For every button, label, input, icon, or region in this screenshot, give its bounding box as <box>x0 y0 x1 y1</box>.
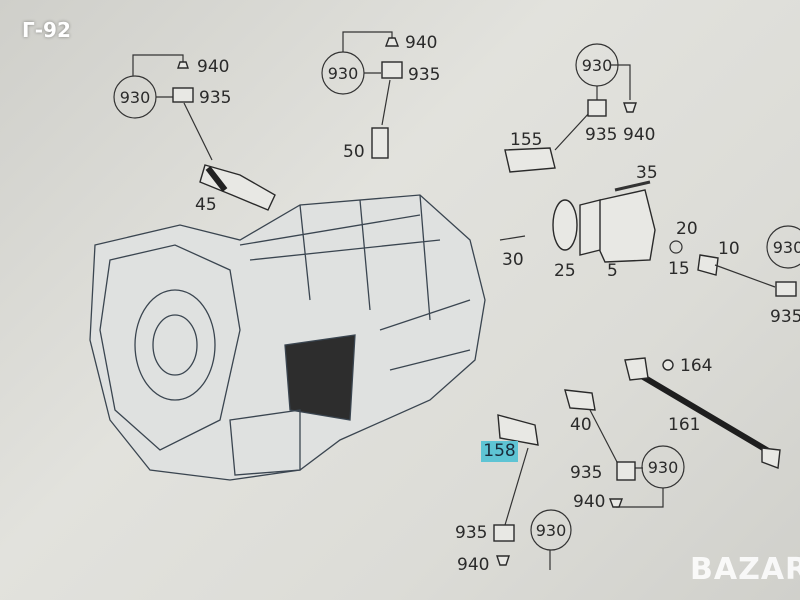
part-number-label: 940 <box>573 492 605 512</box>
transmission-housing <box>89 194 486 481</box>
callout-group-50: 930 940 935 50 <box>321 31 440 162</box>
part-number-label: 935 <box>770 307 800 327</box>
part-number-label: 930 <box>773 238 800 257</box>
part-number-label: 15 <box>668 259 690 279</box>
part-number-label: 930 <box>582 56 613 75</box>
part-number-label: 940 <box>457 555 489 575</box>
part-number-label: 940 <box>405 33 437 53</box>
cable-161: 164 161 <box>624 356 781 469</box>
part-number-label: 50 <box>343 142 365 162</box>
highlighted-part-158[interactable]: 158 <box>481 441 518 462</box>
pump-assembly: 35 20 10 15 5 25 30 <box>499 163 776 288</box>
speed-sensor-45-icon <box>199 164 276 211</box>
part-number-label: 930 <box>120 88 151 107</box>
sensor-158-icon <box>497 414 539 446</box>
part-number-label: 25 <box>554 261 576 281</box>
part-number-label: 940 <box>197 57 229 77</box>
callout-group-10: 930 935 <box>766 225 800 327</box>
part-number-label: 935 <box>199 88 231 108</box>
part-number-label: 161 <box>668 415 700 435</box>
callout-group-40: 930 40 935 940 <box>564 389 685 512</box>
watermark-logo: BAZAR <box>690 552 800 587</box>
part-number-label: 155 <box>510 130 542 150</box>
callout-group-45: 930 940 935 45 <box>113 54 276 215</box>
part-number-label: 935 <box>570 463 602 483</box>
highlighted-part-label: 158 <box>483 441 516 461</box>
nut-940-icon <box>177 61 189 69</box>
part-number-label: 40 <box>570 415 592 435</box>
part-number-label: 935 <box>455 523 487 543</box>
part-number-label: 164 <box>680 356 712 376</box>
callout-group-158: 930 935 940 <box>455 414 572 575</box>
part-number-label: 940 <box>623 125 655 145</box>
listing-code-badge: Г-92 <box>22 18 71 42</box>
pressure-switch-50-icon <box>371 127 389 159</box>
part-number-label: 20 <box>676 219 698 239</box>
sensor-155-icon <box>504 147 556 173</box>
part-number-label: 10 <box>718 239 740 259</box>
part-number-label: 930 <box>648 458 679 477</box>
connector-935-icon <box>172 87 194 103</box>
part-number-label: 935 <box>585 125 617 145</box>
part-number-label: 45 <box>195 195 217 215</box>
part-number-label: 930 <box>328 64 359 83</box>
part-number-label: 30 <box>502 250 524 270</box>
part-number-label: 935 <box>408 65 440 85</box>
part-number-label: 5 <box>607 261 618 281</box>
part-number-label: 930 <box>536 521 567 540</box>
callout-group-155: 930 935 940 155 <box>504 43 655 173</box>
part-number-label: 35 <box>636 163 658 183</box>
